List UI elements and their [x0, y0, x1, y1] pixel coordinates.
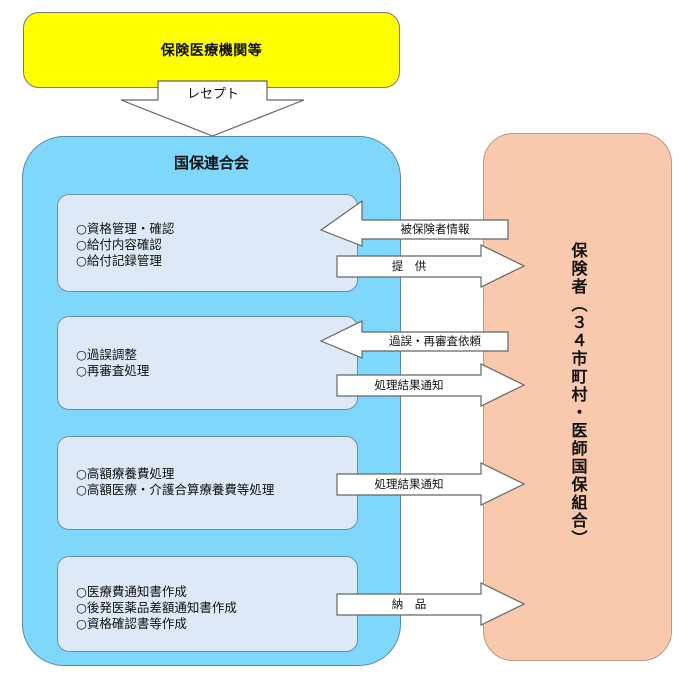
insured-info-label: 被保険者情報 [400, 222, 470, 236]
panel-line: ○高額療養費処理 [76, 466, 175, 481]
delivery-label: 納 品 [391, 597, 427, 611]
notice-creation-panel: ○医療費通知書作成 ○後発医薬品差額通知書作成 ○資格確認書等作成 [57, 556, 358, 652]
insured-info-arrow [319, 199, 509, 247]
error-request-label: 過誤・再審査依頼 [389, 334, 481, 348]
insurer-box [483, 133, 672, 661]
panel-line: ○過誤調整 [76, 347, 137, 362]
panel-line: ○再審査処理 [76, 363, 150, 378]
insurer-title: 保険者（３４市町村・医師国保組合） [568, 242, 588, 548]
panel-line: ○資格確認書等作成 [76, 616, 187, 631]
delivery-arrow [336, 582, 526, 626]
provide-label: 提 供 [391, 259, 427, 273]
panel-line: ○医療費通知書作成 [76, 584, 187, 599]
high-cost-panel: ○高額療養費処理 ○高額医療・介護合算療養費等処理 [57, 436, 358, 530]
qualification-panel: ○資格管理・確認 ○給付内容確認 ○給付記録管理 [57, 194, 358, 292]
error-adjustment-panel: ○過誤調整 ○再審査処理 [57, 316, 358, 410]
panel-line: ○給付記録管理 [76, 253, 162, 268]
kokuho-federation-title: 国保連合会 [173, 154, 249, 172]
result-notice-1-label: 処理結果通知 [374, 378, 444, 392]
receipt-label: レセプト [186, 87, 239, 102]
medical-institutions-title: 保険医療機関等 [160, 43, 263, 59]
error-request-arrow [319, 320, 509, 359]
panel-line: ○資格管理・確認 [76, 221, 175, 236]
provide-arrow [336, 244, 526, 288]
medical-institutions-box: 保険医療機関等 [23, 12, 400, 88]
panel-line: ○後発医薬品差額通知書作成 [76, 600, 237, 615]
result-notice-2-arrow [336, 462, 526, 506]
result-notice-2-label: 処理結果通知 [374, 477, 444, 491]
result-notice-1-arrow [336, 363, 526, 407]
panel-line: ○高額医療・介護合算療養費等処理 [76, 482, 275, 497]
panel-line: ○給付内容確認 [76, 237, 162, 252]
receipt-down-arrow [120, 80, 305, 137]
